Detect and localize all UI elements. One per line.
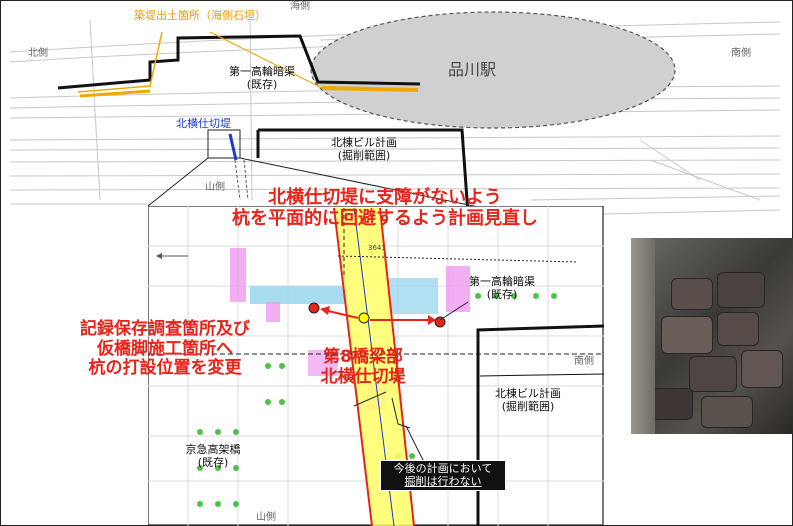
stone-wall-photo bbox=[631, 238, 793, 434]
relocation-callout: 記録保存調査箇所及び 仮橋脚施工箇所へ 杭の打設位置を変更 bbox=[52, 319, 278, 379]
station-area bbox=[310, 11, 676, 129]
keikyu-name: 京急高架橋 bbox=[185, 443, 241, 456]
partition-name: 北横仕切堤 bbox=[320, 366, 406, 387]
building-plan-name: 北棟ビル計画 bbox=[331, 136, 397, 149]
detail-culvert-name: 第一高輪暗渠 bbox=[469, 275, 535, 288]
building-plan-label-top: 北棟ビル計画 (掘削範囲) bbox=[304, 136, 424, 162]
relocation-callout-line-1: 記録保存調査箇所及び bbox=[80, 319, 250, 339]
detail-mountain-side-label: 山側 bbox=[256, 512, 276, 523]
relocated-pile-left bbox=[308, 302, 320, 314]
relocation-callout-line-2: 仮橋脚施工箇所へ bbox=[97, 338, 233, 359]
headline-line-1: 北横仕切堤に支障がないよう bbox=[268, 187, 502, 208]
original-pile bbox=[358, 312, 370, 324]
keikyu-label: 京急高架橋 (既存) bbox=[168, 443, 258, 469]
building-plan-range: (掘削範囲) bbox=[337, 148, 391, 162]
mountain-side-label: 山側 bbox=[205, 182, 225, 193]
partition-box bbox=[207, 129, 241, 159]
culvert-label-top: 第一高輪暗渠 (既存) bbox=[212, 65, 312, 91]
embankment-label: 築堤出土箇所（海側石垣） bbox=[134, 9, 266, 22]
no-excavation-line-1: 今後の計画において bbox=[393, 462, 493, 475]
sea-side-label: 海側 bbox=[290, 1, 310, 12]
building-plan-outline-top bbox=[258, 128, 470, 215]
culvert-name: 第一高輪暗渠 bbox=[229, 65, 295, 78]
building-plan-label-detail: 北棟ビル計画 (掘削範囲) bbox=[478, 387, 578, 413]
pile-markers bbox=[197, 293, 557, 507]
detail-building-plan-name: 北棟ビル計画 bbox=[495, 387, 561, 400]
partition-callout: 第8橋梁部 北横仕切堤 bbox=[298, 347, 428, 387]
relocation-arrow-left bbox=[323, 309, 359, 319]
relocation-callout-line-3: 杭の打設位置を変更 bbox=[88, 358, 242, 379]
headline: 北横仕切堤に支障がないよう 杭を平面的に回避するよう計画見直し bbox=[170, 187, 600, 229]
north-side-label: 北側 bbox=[28, 48, 48, 59]
embankment-line bbox=[77, 31, 163, 93]
detail-building-plan-range: (掘削範囲) bbox=[501, 399, 555, 413]
headline-line-2: 杭を平面的に回避するよう計画見直し bbox=[232, 207, 538, 229]
dimension-note: 3641 bbox=[368, 244, 386, 252]
detail-plan bbox=[148, 206, 604, 526]
culvert-label-detail: 第一高輪暗渠 (既存) bbox=[452, 275, 552, 301]
partition-label: 北横仕切堤 bbox=[176, 117, 231, 130]
south-side-label: 南側 bbox=[731, 48, 751, 59]
detail-culvert-status: (既存) bbox=[486, 287, 518, 301]
detail-south-side-label: 南側 bbox=[574, 356, 594, 367]
station-label: 品川駅 bbox=[448, 60, 497, 79]
relocated-pile-right bbox=[434, 316, 446, 328]
no-excavation-box: 今後の計画において 掘削は行わない bbox=[380, 460, 506, 492]
partition-blue-line bbox=[228, 133, 238, 161]
keikyu-status: (既存) bbox=[197, 455, 229, 469]
culvert-outline bbox=[57, 34, 421, 90]
bridge-part-label: 第8橋梁部 bbox=[323, 347, 403, 367]
no-excavation-line-2: 掘削は行わない bbox=[404, 474, 482, 488]
culvert-status: (既存) bbox=[246, 77, 278, 91]
